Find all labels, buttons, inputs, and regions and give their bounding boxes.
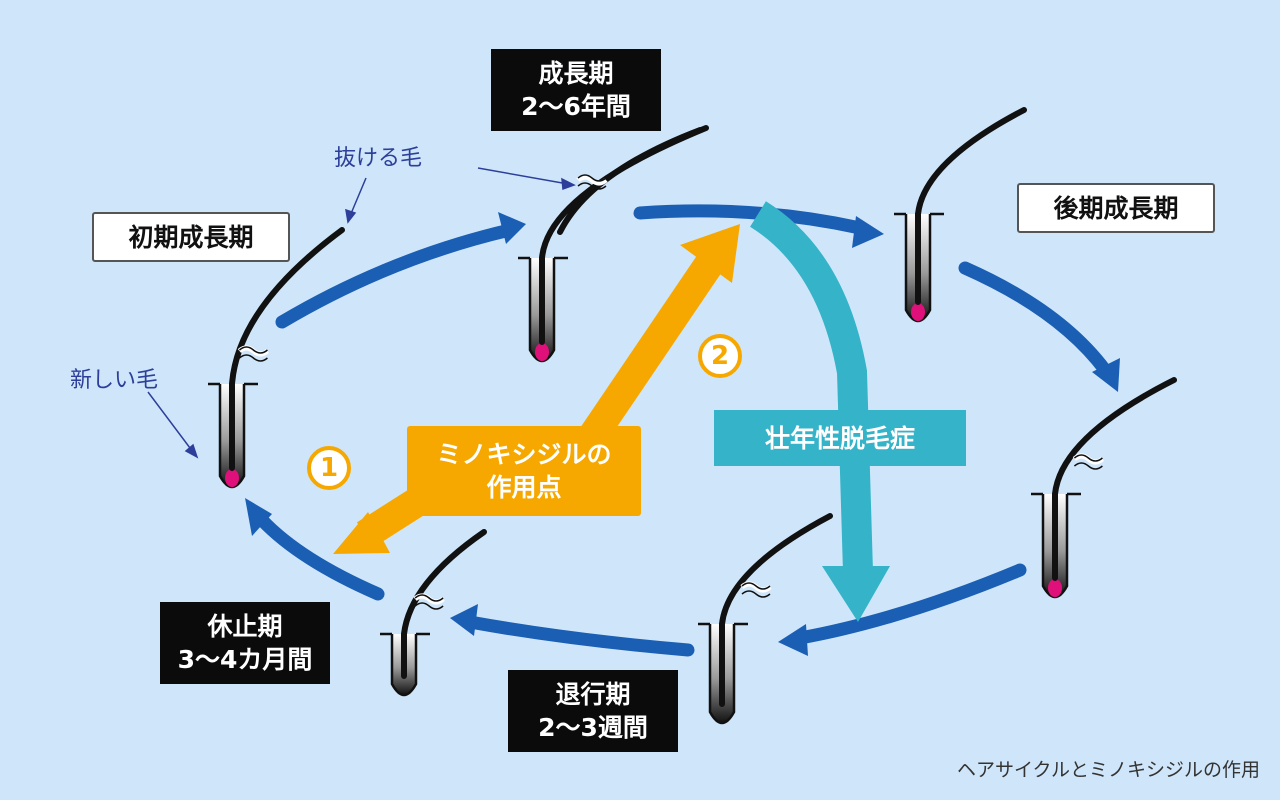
note-new-hair: 新しい毛 — [70, 368, 159, 393]
label-late-growth-title: 後期成長期 — [1053, 193, 1179, 223]
aga-label-text: 壮年性脱毛症 — [764, 423, 915, 453]
minoxidil-action-label: ミノキシジルの 作用点 — [407, 426, 641, 516]
aga-arrow — [749, 201, 890, 622]
label-telogen-phase: 休止期 3〜4カ月間 — [160, 602, 330, 684]
hair-early-growth — [208, 227, 345, 489]
label-early-growth-phase: 初期成長期 — [92, 212, 290, 262]
label-catagen-duration: 2〜3週間 — [538, 713, 648, 742]
minoxidil-arrow-to-growth — [577, 224, 740, 449]
minoxidil-label-line1: ミノキシジルの — [436, 440, 612, 469]
hair-catagen — [698, 513, 833, 725]
label-late-growth-phase: 後期成長期 — [1017, 183, 1215, 233]
minoxidil-label-line2: 作用点 — [486, 473, 562, 502]
label-growth-duration: 2〜6年間 — [521, 92, 631, 121]
label-catagen-title: 退行期 — [555, 680, 631, 709]
marker-1: 1 — [307, 446, 351, 490]
hair-late-growth — [894, 107, 1027, 323]
label-telogen-duration: 3〜4カ月間 — [177, 645, 313, 674]
label-telogen-title: 休止期 — [207, 612, 283, 641]
note-shedding-hair: 抜ける毛 — [334, 146, 423, 171]
label-early-growth-title: 初期成長期 — [128, 222, 254, 252]
marker-2: 2 — [698, 334, 742, 378]
cycle-arrow-early-to-growth — [275, 212, 526, 329]
label-catagen-phase: 退行期 2〜3週間 — [508, 670, 678, 752]
hair-regressing — [1031, 377, 1177, 599]
shedding-hair-pointer — [345, 167, 576, 224]
label-growth-title: 成長期 — [538, 59, 614, 88]
cycle-arrow-to-catagen — [778, 563, 1027, 656]
cycle-arrow-catagen-to-telogen — [450, 604, 695, 657]
cycle-arrow-telogen-to-early — [245, 498, 385, 601]
figure-caption: ヘアサイクルとミノキシジルの作用 — [956, 759, 1260, 781]
label-growth-phase: 成長期 2〜6年間 — [491, 49, 661, 131]
aga-label: 壮年性脱毛症 — [714, 410, 966, 466]
new-hair-pointer — [147, 391, 199, 459]
marker-2-text: 2 — [710, 341, 730, 371]
marker-1-text: 1 — [319, 453, 339, 483]
cycle-arrow-growth-to-late — [633, 204, 884, 248]
cycle-arrow-late-to-regression — [958, 261, 1120, 392]
hair-shedding — [557, 127, 703, 235]
hair-telogen — [380, 529, 487, 697]
